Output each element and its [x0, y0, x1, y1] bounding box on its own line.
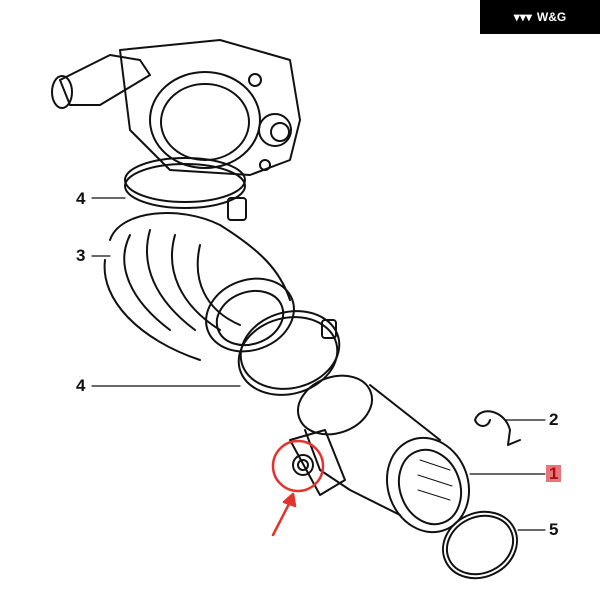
highlight-circle	[271, 439, 325, 493]
clamp-bottom	[237, 310, 341, 396]
callout-4-bottom: 4	[76, 376, 86, 395]
annotation-arrow-icon	[271, 492, 297, 537]
callout-2: 2	[549, 410, 559, 429]
brand-logo: ▾▾▾ W&G	[480, 0, 600, 34]
logo-mark-icon: ▾▾▾	[513, 10, 532, 24]
callout-4-top: 4	[76, 189, 86, 208]
throttle-body	[51, 39, 301, 176]
callout-3: 3	[76, 246, 86, 265]
intake-hose	[103, 212, 295, 361]
clamp-top	[124, 157, 247, 221]
logo-text: W&G	[536, 10, 567, 24]
bracket-part	[474, 410, 521, 446]
air-mass-meter	[289, 374, 471, 534]
leader-lines	[91, 197, 546, 531]
callout-1: 1	[546, 465, 562, 482]
seal-ring	[442, 510, 518, 580]
callout-5: 5	[549, 520, 559, 539]
